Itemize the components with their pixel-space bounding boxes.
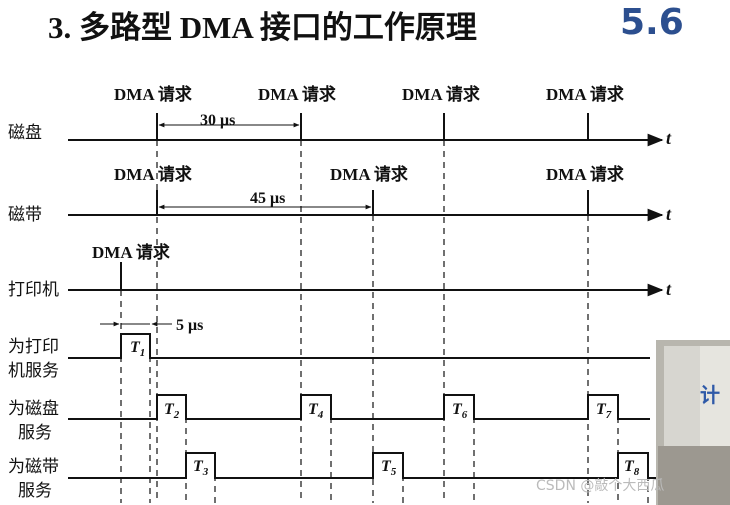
slot-label-t2: T2: [164, 401, 180, 421]
lane-label-printer-service-1: 为打印: [8, 337, 59, 357]
watermark: CSDN @敲个大西瓜: [536, 477, 664, 494]
lane-label-printer-service-2: 机服务: [8, 361, 59, 381]
slot-label-t4: T4: [308, 401, 324, 421]
section-number: 5.6: [620, 2, 684, 43]
slot-label-t3: T3: [193, 458, 209, 478]
lane-tape: 磁带 t DMA 请求 DMA 请求 DMA 请求 45 μs: [8, 164, 672, 225]
lane-label-tape-service-1: 为磁带: [8, 457, 59, 477]
request-label: DMA 请求: [330, 164, 408, 184]
lane-printer-service: 为打印 机服务 5 μs T1: [8, 317, 650, 381]
lane-tape-service: 为磁带 服务 T3 T5 T8: [8, 452, 656, 501]
time-symbol: t: [666, 128, 672, 148]
slide-title: 3. 多路型 DMA 接口的工作原理: [48, 10, 477, 45]
lane-disk-service: 为磁盘 服务 T2 T4 T6 T7: [8, 394, 650, 443]
time-symbol: t: [666, 204, 672, 224]
slot-label-t6: T6: [452, 401, 468, 421]
interval-label-printer: 5 μs: [176, 317, 203, 334]
service-waveform-tape: [68, 452, 656, 479]
lane-label-tape: 磁带: [8, 205, 42, 225]
service-waveform-printer: [68, 333, 650, 359]
slot-label-t7: T7: [596, 401, 612, 421]
slot-label-t5: T5: [381, 458, 397, 478]
slot-label-t8: T8: [624, 458, 640, 478]
lane-label-tape-service-2: 服务: [18, 481, 52, 501]
lane-label-disk: 磁盘: [8, 123, 42, 143]
interval-label-tape: 45 μs: [250, 190, 285, 207]
lane-disk: 磁盘 t DMA 请求 DMA 请求 DMA 请求 DMA 请求 30 μs: [8, 84, 672, 148]
lane-label-disk-service-1: 为磁盘: [8, 399, 59, 419]
service-waveform-disk: [68, 394, 650, 420]
request-label: DMA 请求: [546, 84, 624, 104]
request-label: DMA 请求: [546, 164, 624, 184]
slot-label-t1: T1: [130, 339, 145, 359]
request-label: DMA 请求: [92, 242, 170, 262]
request-label: DMA 请求: [114, 84, 192, 104]
lane-printer: 打印机 t DMA 请求: [8, 242, 672, 300]
request-label: DMA 请求: [258, 84, 336, 104]
inset-sign-text: 计: [700, 383, 720, 407]
time-symbol: t: [666, 279, 672, 299]
video-inset: 计: [656, 340, 730, 505]
lane-label-disk-service-2: 服务: [18, 423, 52, 443]
lane-label-printer: 打印机: [8, 280, 59, 300]
interval-label-disk: 30 μs: [200, 112, 235, 129]
request-label: DMA 请求: [402, 84, 480, 104]
request-label: DMA 请求: [114, 164, 192, 184]
